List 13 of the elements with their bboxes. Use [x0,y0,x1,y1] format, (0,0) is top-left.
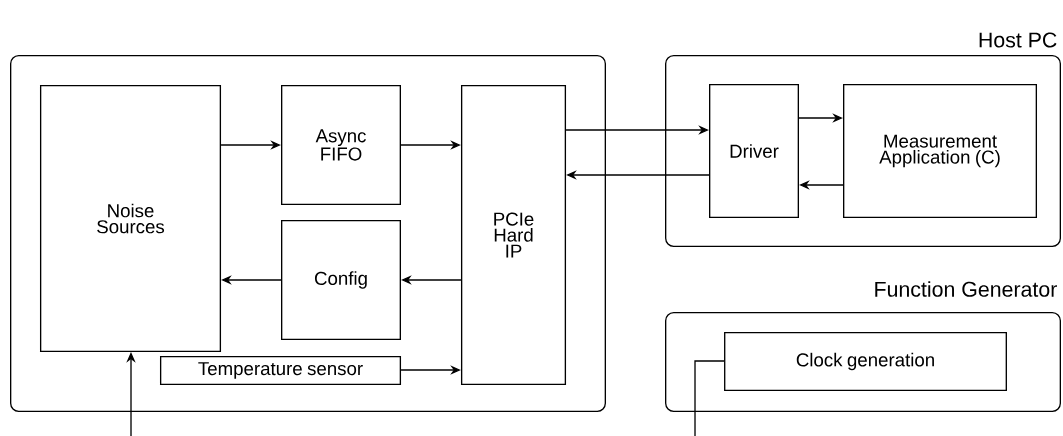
process-box: Temperature sensor [159,355,402,386]
container-heading: Function Generator [875,281,1057,297]
process-box: PCIe Hard IP [460,85,567,385]
process-box: Config [281,220,401,340]
process-box: Clock generation [724,332,1007,391]
process-box: Driver [709,84,799,218]
process-box: Noise Sources [39,85,222,352]
container-box [665,312,1061,412]
container-box [665,55,1061,247]
container-box [10,54,606,413]
process-box: Measurement Application (C) [843,84,1037,218]
process-box: Async FIFO [281,85,401,205]
container-heading: Host PC [979,32,1057,48]
